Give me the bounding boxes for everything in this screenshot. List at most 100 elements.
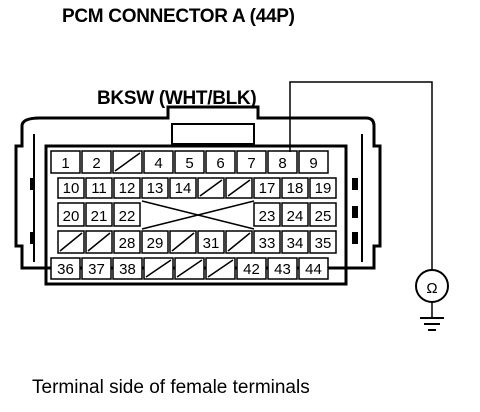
terminal-33: 33	[253, 230, 281, 254]
terminal-17: 17	[253, 177, 281, 199]
terminal-36: 36	[50, 257, 81, 280]
empty-slot-slash	[207, 259, 234, 278]
terminal-empty	[143, 257, 174, 280]
terminal-37: 37	[81, 257, 112, 280]
terminal-number: 29	[147, 235, 164, 252]
diagram-title: PCM CONNECTOR A (44P)	[62, 6, 295, 27]
terminal-empty	[225, 230, 253, 254]
terminal-number: 14	[175, 180, 192, 197]
terminal-number: 5	[185, 155, 193, 172]
terminal-number: 22	[119, 208, 136, 225]
terminal-number: 8	[278, 155, 286, 172]
terminal-empty	[57, 230, 85, 254]
blank-cross-line	[141, 200, 255, 230]
empty-slot-slash	[227, 179, 251, 197]
terminal-number: 35	[315, 235, 332, 252]
terminal-2: 2	[81, 150, 112, 174]
terminal-number: 37	[88, 261, 105, 278]
right-clip	[352, 206, 358, 218]
terminal-number: 28	[119, 235, 136, 252]
terminal-44: 44	[298, 257, 329, 280]
terminal-number: 11	[91, 180, 107, 197]
terminal-number: 43	[274, 261, 291, 278]
right-clip	[352, 232, 358, 244]
terminal-18: 18	[281, 177, 309, 199]
terminal-number: 2	[92, 155, 100, 172]
terminal-number: 10	[63, 180, 80, 197]
terminal-8: 8	[267, 150, 298, 174]
wire-label: BKSW (WHT/BLK)	[97, 88, 257, 109]
connector-housing	[14, 105, 382, 270]
terminal-23: 23	[253, 202, 281, 227]
empty-slot-slash	[199, 179, 223, 197]
terminal-empty	[225, 177, 253, 199]
terminal-21: 21	[85, 202, 113, 227]
terminal-number: 33	[259, 235, 276, 252]
terminal-number: 7	[247, 155, 255, 172]
terminal-35: 35	[309, 230, 337, 254]
terminal-43: 43	[267, 257, 298, 280]
terminal-number: 21	[91, 208, 108, 225]
terminal-28: 28	[113, 230, 141, 254]
terminal-38: 38	[112, 257, 143, 280]
empty-slot-slash	[87, 232, 111, 252]
caption: Terminal side of female terminals	[32, 377, 310, 398]
terminal-empty	[174, 257, 205, 280]
terminal-7: 7	[236, 150, 267, 174]
terminal-number: 38	[119, 261, 136, 278]
ground-icon	[420, 302, 444, 331]
empty-slot-slash	[227, 232, 251, 252]
terminal-12: 12	[113, 177, 141, 199]
terminal-29: 29	[141, 230, 169, 254]
terminal-34: 34	[281, 230, 309, 254]
terminal-4: 4	[143, 150, 174, 174]
terminal-number: 9	[309, 155, 317, 172]
terminal-empty	[205, 257, 236, 280]
terminal-5: 5	[174, 150, 205, 174]
empty-slot-slash	[59, 232, 83, 252]
terminal-number: 18	[287, 180, 304, 197]
terminal-31: 31	[197, 230, 225, 254]
terminal-number: 42	[243, 261, 260, 278]
ohm-symbol: Ω	[426, 280, 437, 297]
terminal-22: 22	[113, 202, 141, 227]
terminal-empty	[112, 150, 143, 174]
terminal-25: 25	[309, 202, 337, 227]
left-clip	[30, 178, 35, 190]
terminal-10: 10	[57, 177, 85, 199]
empty-slot-slash	[114, 152, 141, 172]
terminal-number: 25	[315, 208, 332, 225]
terminal-number: 36	[57, 261, 74, 278]
terminal-14: 14	[169, 177, 197, 199]
terminal-42: 42	[236, 257, 267, 280]
connector-latch	[171, 123, 255, 145]
terminal-9: 9	[298, 150, 329, 174]
terminal-number: 12	[119, 180, 136, 197]
terminal-1: 1	[50, 150, 81, 174]
terminal-empty	[169, 230, 197, 254]
terminal-number: 6	[216, 155, 224, 172]
terminal-number: 17	[259, 180, 276, 197]
connector-face	[44, 144, 348, 286]
terminal-number: 19	[315, 180, 332, 197]
terminal-number: 23	[259, 208, 276, 225]
ohmmeter-icon: Ω	[415, 269, 449, 303]
terminal-20: 20	[57, 202, 85, 227]
probe-wire	[289, 81, 433, 270]
terminal-number: 34	[287, 235, 304, 252]
empty-slot-slash	[171, 232, 195, 252]
empty-slot-slash	[176, 259, 203, 278]
terminal-number: 31	[203, 235, 220, 252]
terminal-empty	[197, 177, 225, 199]
terminal-number: 24	[287, 208, 304, 225]
terminal-11: 11	[85, 177, 113, 199]
left-clip	[30, 232, 35, 244]
terminal-number: 1	[61, 155, 69, 172]
terminal-number: 4	[154, 155, 162, 172]
terminal-19: 19	[309, 177, 337, 199]
terminal-empty	[85, 230, 113, 254]
terminal-number: 13	[147, 180, 164, 197]
terminal-13: 13	[141, 177, 169, 199]
terminal-24: 24	[281, 202, 309, 227]
